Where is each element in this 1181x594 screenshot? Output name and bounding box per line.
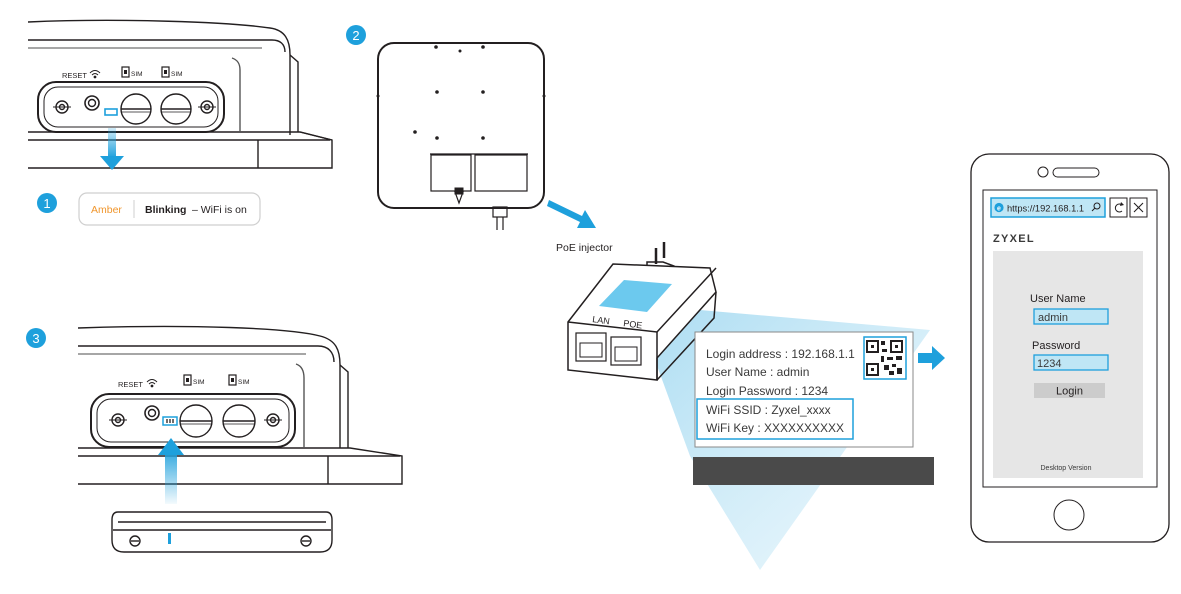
- login-address-text: Login address : 192.168.1.1: [706, 347, 855, 361]
- wifi-icon: [146, 379, 158, 388]
- cover-led-window: [168, 533, 171, 544]
- url-bar[interactable]: [990, 197, 1106, 218]
- internet-explorer-icon: e: [994, 202, 1004, 213]
- port-lan-label: LAN: [592, 314, 611, 326]
- svg-text:e: e: [997, 206, 1001, 213]
- login-button[interactable]: [1034, 383, 1105, 398]
- step-1-number: 1: [43, 196, 50, 211]
- sim-card-icon: [183, 374, 192, 386]
- url-text[interactable]: https://192.168.1.1: [1007, 204, 1084, 214]
- sim-card-icon: [228, 374, 237, 386]
- led-indicator-bars: [162, 416, 178, 426]
- close-icon[interactable]: [1129, 197, 1148, 218]
- sim-label-4: SIM: [238, 379, 250, 386]
- desktop-version-link[interactable]: Desktop Version: [1041, 465, 1092, 472]
- led-color-label: Amber: [91, 204, 122, 216]
- device-front-bottom: [77, 325, 403, 485]
- user-name-text: User Name : admin: [706, 365, 809, 379]
- sim-label-3: SIM: [193, 379, 205, 386]
- port-cover: [111, 511, 333, 553]
- sim-card-icon: [161, 66, 170, 78]
- password-label: Password: [1032, 340, 1080, 352]
- port-poe-label: POE: [623, 318, 643, 331]
- led-state-label: Blinking: [145, 204, 186, 216]
- poe-injector-label: PoE injector: [556, 242, 613, 254]
- reset-label: RESET: [62, 71, 87, 80]
- arrow-right-icon: [918, 346, 945, 370]
- sim-label-1: SIM: [131, 71, 143, 78]
- step-2-marker: [346, 25, 366, 45]
- device-back-panel: [377, 42, 545, 230]
- qr-code-icon: [863, 336, 907, 380]
- mounting-holes: [376, 45, 546, 140]
- step-3-marker: [26, 328, 46, 348]
- arrow-right-icon: [547, 200, 596, 228]
- sim-card-icon: [121, 66, 130, 78]
- label-dark-band: [693, 457, 934, 485]
- arrow-up-icon: [158, 438, 184, 504]
- login-password-text: Login Password : 1234: [706, 384, 828, 398]
- search-icon[interactable]: [1091, 202, 1101, 212]
- led-status-pill: [78, 192, 261, 226]
- poe-top-highlight: [599, 280, 672, 312]
- led-description: – WiFi is on: [192, 204, 247, 216]
- wifi-highlight-box: [696, 398, 854, 440]
- username-field[interactable]: [1033, 308, 1109, 325]
- username-label: User Name: [1030, 293, 1086, 305]
- refresh-icon[interactable]: [1109, 197, 1128, 218]
- password-field[interactable]: [1033, 354, 1109, 371]
- username-value: admin: [1038, 312, 1068, 324]
- sim-label-2: SIM: [171, 71, 183, 78]
- login-button-label[interactable]: Login: [1056, 386, 1083, 398]
- password-value: 1234: [1037, 358, 1061, 370]
- brand-logo: ZYXEL: [993, 233, 1035, 245]
- step-3-number: 3: [32, 331, 39, 346]
- device-front-top: [27, 19, 333, 169]
- wifi-icon: [89, 70, 101, 79]
- wifi-ssid-text: WiFi SSID : Zyxel_xxxx: [706, 403, 831, 417]
- reset-label: RESET: [118, 380, 143, 389]
- arrow-down-icon: [100, 128, 124, 170]
- wifi-key-text: WiFi Key : XXXXXXXXXX: [706, 421, 844, 435]
- step-1-marker: [37, 193, 57, 213]
- step-2-number: 2: [352, 28, 359, 43]
- led-indicator: [104, 108, 118, 116]
- poe-injector: [567, 242, 717, 381]
